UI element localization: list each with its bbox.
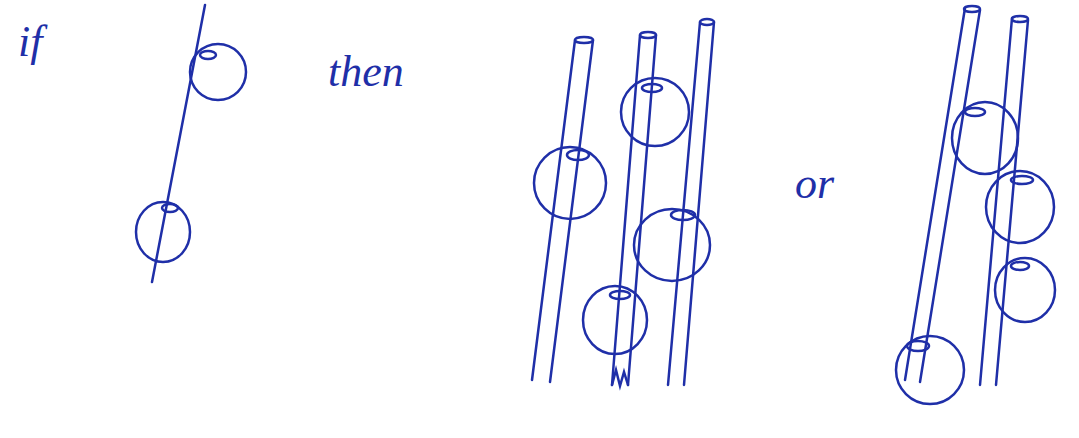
rod-end — [1012, 16, 1028, 22]
bead — [621, 78, 689, 146]
bead — [896, 336, 964, 404]
bead-hole — [1011, 262, 1029, 270]
bead-hole — [610, 291, 630, 299]
rod — [684, 22, 714, 385]
rod — [996, 20, 1028, 385]
rod-end — [700, 19, 714, 25]
bead — [190, 44, 246, 100]
handwritten-word: if — [18, 18, 42, 66]
bead-hole — [671, 210, 695, 220]
rod — [920, 10, 980, 382]
bead — [534, 147, 606, 219]
rod — [612, 35, 640, 385]
rod-end — [640, 32, 656, 38]
bead — [952, 102, 1018, 174]
rod — [905, 8, 965, 380]
bead-hole — [567, 150, 589, 160]
bead — [634, 209, 710, 281]
rod — [668, 22, 700, 385]
rod — [532, 40, 575, 380]
handwritten-word: or — [795, 160, 834, 208]
rod-end — [575, 37, 593, 43]
rod — [152, 5, 205, 282]
bead-hole — [1011, 176, 1033, 184]
bead-hole — [200, 51, 216, 59]
bead-hole — [162, 204, 178, 212]
rod-end — [964, 6, 980, 12]
rod — [550, 40, 593, 382]
bead — [986, 171, 1054, 243]
handwritten-word: then — [328, 48, 404, 96]
rod-broken-end — [612, 370, 628, 386]
bead-hole — [907, 341, 929, 351]
rod — [980, 18, 1012, 385]
bead — [995, 258, 1055, 322]
bead — [136, 202, 190, 262]
bead-hole — [642, 84, 662, 92]
bead — [583, 286, 647, 354]
bead-hole — [965, 108, 985, 116]
